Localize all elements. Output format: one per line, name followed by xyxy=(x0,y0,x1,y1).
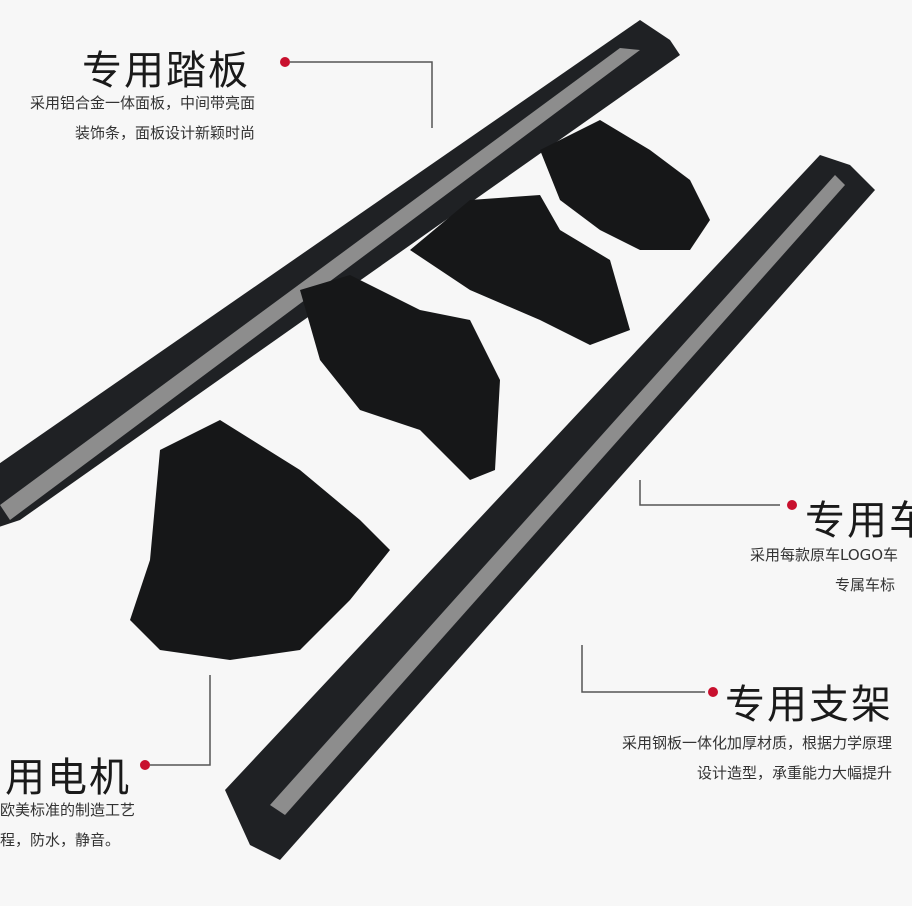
label-title-motor: 用电机 xyxy=(5,755,131,801)
leader-lines xyxy=(150,61,780,766)
label-desc-logo: 采用每款原车LOGO车 专属车标 xyxy=(750,540,898,600)
label-dot xyxy=(787,500,797,510)
desc-line: 设计造型，承重能力大幅提升 xyxy=(696,764,892,782)
label-dot xyxy=(708,687,718,697)
desc-line: 程，防水，静音。 xyxy=(0,831,121,849)
desc-line: 欧美标准的制造工艺 xyxy=(0,801,136,819)
bracket-parts xyxy=(130,120,710,660)
label-dot xyxy=(280,57,290,67)
desc-line: 专属车标 xyxy=(835,576,896,594)
label-desc-pedal: 采用铝合金一体面板，中间带亮面 装饰条，面板设计新颖时尚 xyxy=(30,88,255,148)
desc-line: 采用铝合金一体面板，中间带亮面 xyxy=(29,94,255,112)
label-desc-bracket: 采用钢板一体化加厚材质，根据力学原理 设计造型，承重能力大幅提升 xyxy=(622,728,892,788)
label-title-logo: 专用车 xyxy=(805,498,912,544)
running-board-lower xyxy=(225,155,875,860)
label-title-pedal: 专用踏板 xyxy=(82,48,250,94)
label-title-bracket: 专用支架 xyxy=(725,682,893,728)
desc-line: 采用钢板一体化加厚材质，根据力学原理 xyxy=(621,734,892,752)
desc-line: 采用每款原车LOGO车 xyxy=(750,546,899,564)
label-desc-motor: 欧美标准的制造工艺 程，防水，静音。 xyxy=(0,795,135,855)
label-dot xyxy=(140,760,150,770)
desc-line: 装饰条，面板设计新颖时尚 xyxy=(74,124,255,142)
